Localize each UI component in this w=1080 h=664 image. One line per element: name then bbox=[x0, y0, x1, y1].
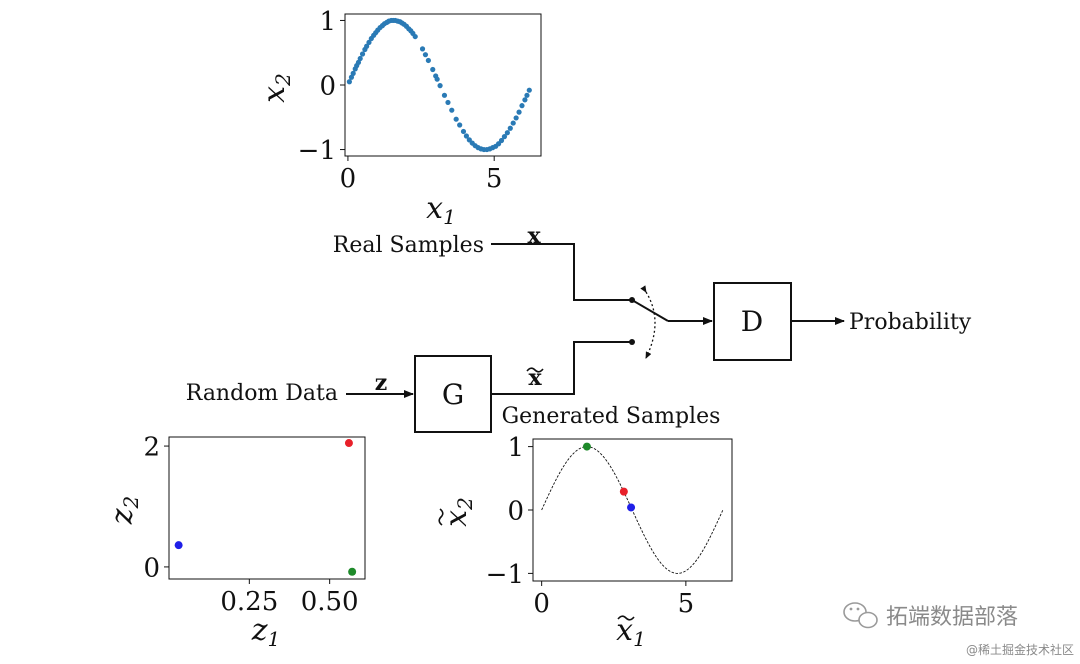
latent-chart-ticks: 0.25 0.50 2 0 bbox=[143, 432, 358, 617]
real-sample-point bbox=[453, 116, 459, 122]
generator-label: G bbox=[442, 378, 464, 411]
real-sample-point bbox=[510, 120, 516, 126]
latent-chart-points bbox=[174, 439, 357, 576]
real-sample-point bbox=[498, 137, 505, 144]
real-sample-point bbox=[364, 43, 370, 49]
x-symbol: x bbox=[527, 223, 541, 249]
watermark-brand: 拓端数据部落 bbox=[886, 605, 1018, 630]
generated-path-line bbox=[491, 341, 632, 395]
generated-chart-xlabel: x1 bbox=[616, 613, 646, 651]
real-sample-point bbox=[366, 39, 372, 46]
x-tick-label: 0 bbox=[533, 589, 550, 619]
real-sample-point bbox=[348, 74, 355, 80]
real-chart-points bbox=[346, 17, 532, 153]
x-tick-label: 5 bbox=[486, 164, 503, 194]
real-sample-point bbox=[504, 130, 510, 136]
real-sample-point bbox=[422, 52, 429, 58]
y-tick-label: −1 bbox=[298, 136, 336, 166]
real-sample-point bbox=[434, 76, 440, 82]
latent-chart-ylabel: z2 bbox=[105, 496, 143, 526]
x-tilde-mark bbox=[526, 367, 544, 373]
y-tick-label: 2 bbox=[143, 432, 160, 462]
generated-switch-contact bbox=[629, 339, 635, 345]
discriminator-box bbox=[713, 282, 792, 361]
svg-text:x2: x2 bbox=[439, 497, 477, 527]
real-sample-point bbox=[524, 92, 530, 98]
latent-chart-xlabel: z1 bbox=[251, 613, 281, 651]
real-sample-point bbox=[513, 115, 519, 121]
x-tick-label: 5 bbox=[678, 589, 695, 619]
generated-samples-label: Generated Samples bbox=[502, 404, 721, 429]
latent-chart-frame bbox=[168, 436, 366, 580]
real-sample-point bbox=[437, 83, 443, 89]
real-chart-ylabel: x2 bbox=[257, 73, 295, 103]
real-sample-point bbox=[445, 99, 451, 106]
latent-point-red bbox=[344, 439, 353, 448]
real-sample-point bbox=[501, 134, 508, 140]
real-sample-point bbox=[346, 79, 352, 85]
z-symbol: z bbox=[375, 370, 388, 396]
real-sample-point bbox=[516, 109, 522, 115]
real-sample-point bbox=[460, 128, 467, 135]
real-sample-point bbox=[457, 122, 463, 128]
generated-point-blue bbox=[627, 503, 636, 512]
y-tick-label: 0 bbox=[507, 496, 524, 526]
switch-lever bbox=[631, 299, 669, 322]
real-sample-point bbox=[350, 70, 356, 76]
real-sample-point bbox=[522, 97, 528, 103]
x-tick-label: 0.50 bbox=[301, 587, 359, 617]
y-tick-label: 1 bbox=[319, 7, 336, 37]
wechat-icon bbox=[843, 602, 878, 629]
y-tick-label: −1 bbox=[486, 560, 524, 590]
latent-point-green bbox=[348, 567, 357, 576]
real-sample-point bbox=[526, 87, 532, 93]
real-sample-point bbox=[425, 57, 431, 64]
real-sample-point bbox=[519, 103, 525, 109]
generated-point-red bbox=[619, 487, 628, 496]
real-sample-point bbox=[359, 51, 366, 57]
real-sample-point bbox=[419, 46, 426, 52]
real-samples-label: Real Samples bbox=[333, 233, 484, 258]
real-path-line bbox=[491, 243, 632, 301]
probability-label: Probability bbox=[849, 310, 972, 335]
real-sample-point bbox=[463, 133, 470, 139]
switch-arc bbox=[640, 285, 656, 359]
generated-chart-points bbox=[582, 442, 636, 512]
x-tick-label: 0.25 bbox=[220, 587, 278, 617]
discriminator-label: D bbox=[741, 305, 763, 338]
random-data-label: Random Data bbox=[186, 381, 338, 406]
real-sample-point bbox=[357, 55, 363, 62]
generated-chart-ylabel: x2 bbox=[438, 497, 477, 527]
watermark: 拓端数据部落 @稀土掘金技术社区 bbox=[843, 602, 1074, 657]
y-tick-label: 1 bbox=[507, 433, 524, 463]
real-sample-point bbox=[507, 125, 513, 131]
real-sample-point bbox=[430, 66, 436, 73]
real-sample-point bbox=[441, 92, 448, 98]
y-tick-label: 0 bbox=[319, 71, 336, 101]
generated-point-green bbox=[582, 442, 591, 451]
real-sample-point bbox=[355, 59, 362, 66]
latent-point-blue bbox=[174, 541, 183, 550]
flow-diagram: Real Samples x Random Data z G x Generat… bbox=[186, 223, 972, 433]
latent-chart: 0.25 0.50 2 0 z2 z1 bbox=[105, 432, 366, 651]
real-sample-point bbox=[449, 107, 455, 113]
y-tick-label: 0 bbox=[143, 553, 160, 583]
x-tick-label: 0 bbox=[340, 164, 357, 194]
generator-box bbox=[414, 355, 492, 433]
real-sample-point bbox=[412, 33, 418, 40]
watermark-site: @稀土掘金技术社区 bbox=[966, 642, 1074, 657]
real-chart-xlabel: x1 bbox=[426, 191, 456, 229]
